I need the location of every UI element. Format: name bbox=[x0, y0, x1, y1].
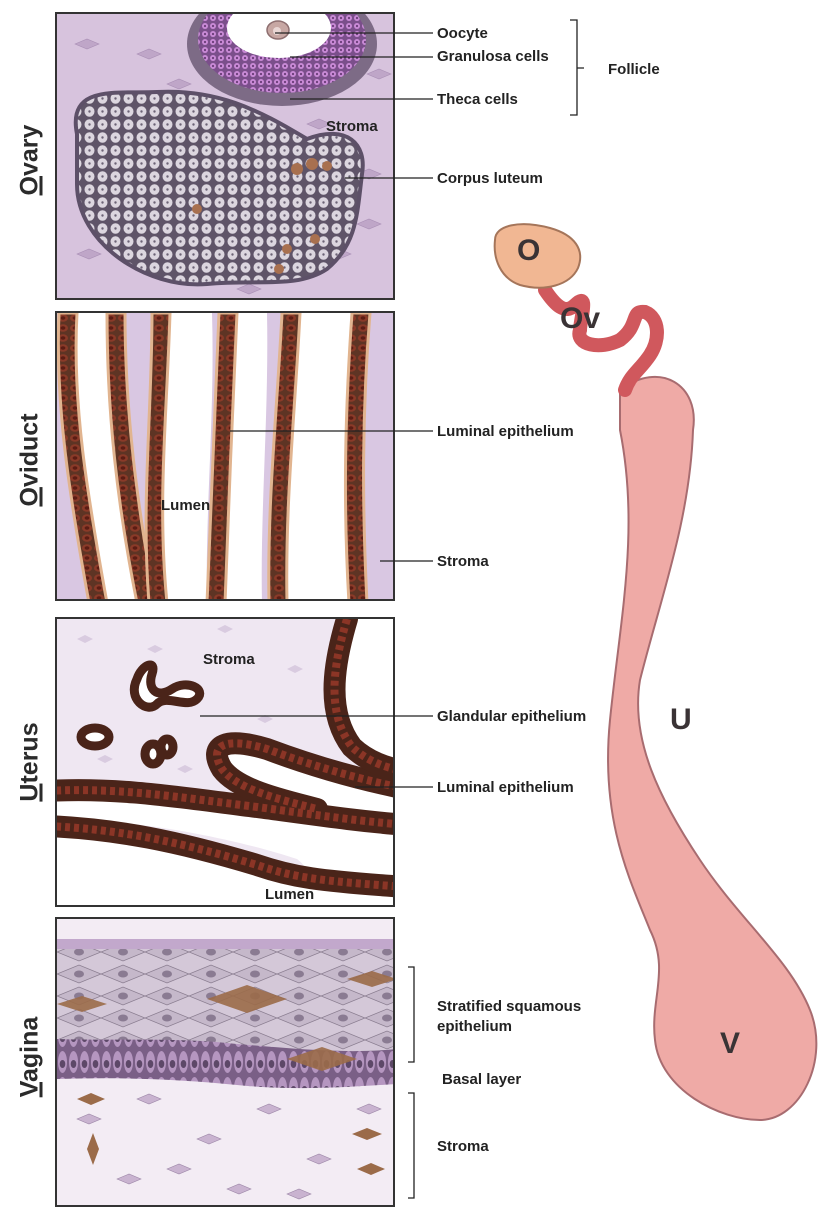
label-oocyte: Oocyte bbox=[437, 24, 488, 43]
label-vagina-stroma: Stroma bbox=[437, 1137, 489, 1156]
tract-letter-oviduct: Ov bbox=[560, 302, 600, 336]
label-basal-layer: Basal layer bbox=[442, 1070, 521, 1089]
label-stratified-squamous-line1: Stratified squamous bbox=[437, 997, 581, 1016]
tract-letter-vagina: V bbox=[720, 1027, 740, 1061]
label-theca-cells: Theca cells bbox=[437, 90, 518, 109]
label-corpus-luteum: Corpus luteum bbox=[437, 169, 543, 188]
uterus-vagina-body bbox=[608, 377, 816, 1120]
label-uterus-luminal-epithelium: Luminal epithelium bbox=[437, 778, 574, 797]
label-oviduct-stroma: Stroma bbox=[437, 552, 489, 571]
label-stratified-squamous-line2: epithelium bbox=[437, 1017, 512, 1036]
tract-letter-uterus: U bbox=[670, 703, 692, 737]
label-follicle: Follicle bbox=[608, 60, 660, 79]
label-oviduct-luminal-epithelium: Luminal epithelium bbox=[437, 422, 574, 441]
label-granulosa-cells: Granulosa cells bbox=[437, 47, 549, 66]
tract-letter-ovary: O bbox=[517, 234, 540, 268]
label-glandular-epithelium: Glandular epithelium bbox=[437, 707, 586, 726]
